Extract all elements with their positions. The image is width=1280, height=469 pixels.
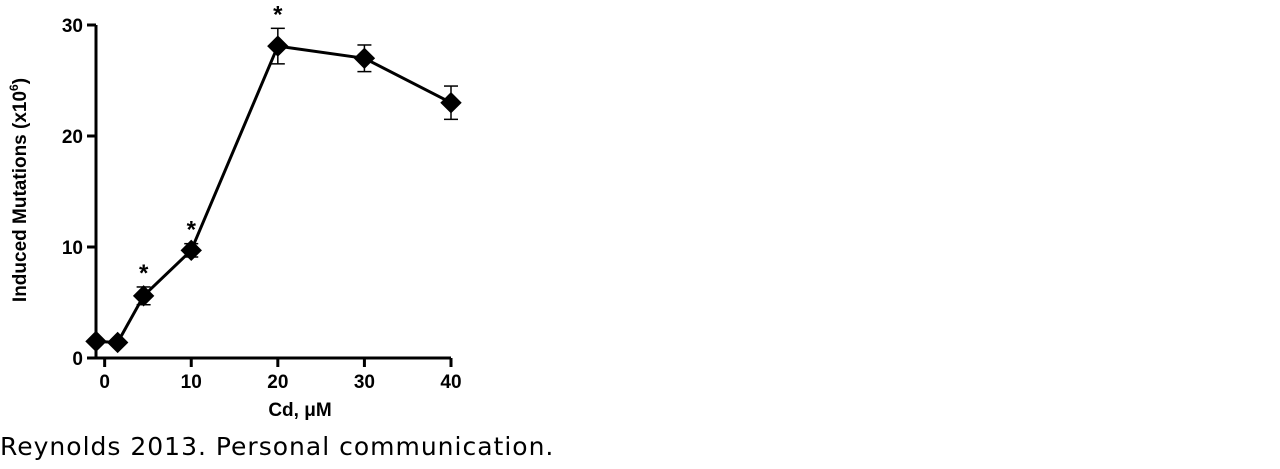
x-tick-label: 40 <box>440 372 461 393</box>
data-point-diamond <box>440 91 462 114</box>
y-axis-label-main: Induced Mutations (x10 <box>10 91 31 302</box>
significance-asterisk: * <box>273 1 283 28</box>
x-axis-label: Cd, μM <box>268 400 331 421</box>
significance-asterisk: * <box>139 260 149 287</box>
y-tick-label: 0 <box>72 349 83 370</box>
caption: Reynolds 2013. Personal communication. <box>0 432 555 461</box>
y-tick-label: 10 <box>62 238 83 259</box>
data-point-diamond <box>267 35 289 57</box>
x-tick-label: 10 <box>181 372 202 393</box>
y-tick-label: 20 <box>62 127 83 148</box>
data-point-diamond <box>132 285 155 307</box>
tick-labels: 0 10 20 30 0 10 20 30 40 <box>62 16 462 393</box>
x-tick-label: 0 <box>99 372 110 393</box>
significance-asterisk: * <box>187 217 197 244</box>
y-axis-label-sup: 6 <box>7 84 21 91</box>
y-axis-label-end: ) <box>10 78 31 84</box>
x-tick-label: 30 <box>354 372 375 393</box>
mutation-chart: 0 10 20 30 0 10 20 30 40 * * * Cd, μM Induced Muta… <box>7 1 462 421</box>
series: * * * <box>85 1 462 354</box>
data-point-diamond <box>106 331 129 354</box>
y-tick-label: 30 <box>62 16 83 37</box>
data-point-diamond <box>85 330 107 353</box>
x-tick-label: 20 <box>267 372 288 393</box>
y-axis-label: Induced Mutations (x106) <box>7 78 31 302</box>
data-point-diamond <box>353 47 376 70</box>
axes <box>87 23 453 367</box>
data-point-diamond <box>180 239 202 262</box>
